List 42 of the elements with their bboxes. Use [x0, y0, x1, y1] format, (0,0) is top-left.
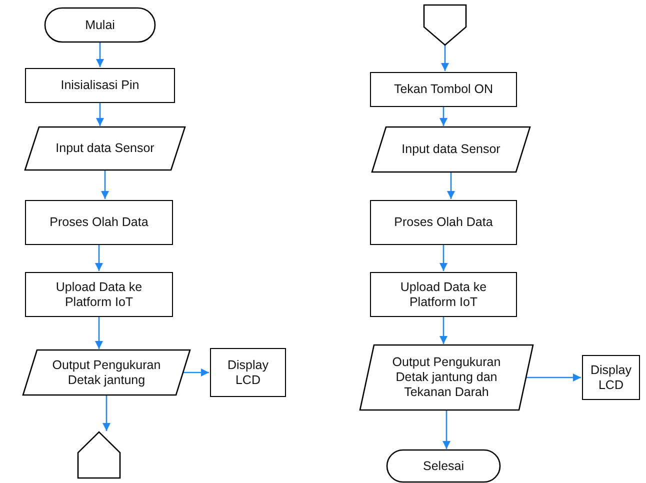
node-label: Output Pengukuran Detak jantung [51, 358, 162, 388]
arrow [95, 317, 103, 349]
node-label: Upload Data ke Platform IoT [399, 280, 488, 310]
process-box [210, 348, 286, 397]
process-box [25, 68, 175, 103]
arrow [526, 374, 581, 382]
process-box [370, 72, 517, 107]
arrow [447, 172, 455, 199]
io-parallelogram [372, 127, 530, 172]
io-parallelogram [360, 345, 533, 410]
node-label: Upload Data ke Platform IoT [54, 280, 144, 310]
node-label: Inisialisasi Pin [60, 78, 140, 93]
io-parallelogram [23, 350, 190, 395]
arrow [101, 170, 109, 199]
process-box [370, 200, 517, 245]
off-page-connector [78, 432, 120, 478]
io-parallelogram [25, 127, 185, 170]
node-label: Display LCD [590, 362, 632, 392]
arrow [441, 45, 449, 71]
arrow [440, 317, 448, 344]
node-label: Proses Olah Data [48, 215, 150, 230]
arrow [96, 103, 104, 126]
node-label: Output Pengukuran Detak jantung dan Tekanan Darah [391, 355, 502, 400]
arrow [102, 395, 110, 431]
arrow [442, 410, 450, 449]
process-box [25, 200, 173, 245]
node-label: Tekan Tombol ON [392, 82, 494, 97]
node-label: Input data Sensor [400, 142, 502, 157]
arrow [440, 245, 448, 271]
arrow [96, 42, 104, 67]
arrow [183, 368, 209, 376]
off-page-connector [424, 5, 466, 45]
process-box [25, 272, 173, 317]
node-label: Selesai [422, 458, 465, 474]
node-label: Input data Sensor [54, 141, 156, 156]
node-label: Mulai [84, 18, 116, 32]
process-box [582, 355, 640, 400]
process-box [370, 272, 517, 317]
arrow [440, 107, 448, 126]
node-label: Proses Olah Data [393, 215, 494, 230]
arrow [95, 245, 103, 271]
node-label: Display LCD [226, 358, 270, 388]
